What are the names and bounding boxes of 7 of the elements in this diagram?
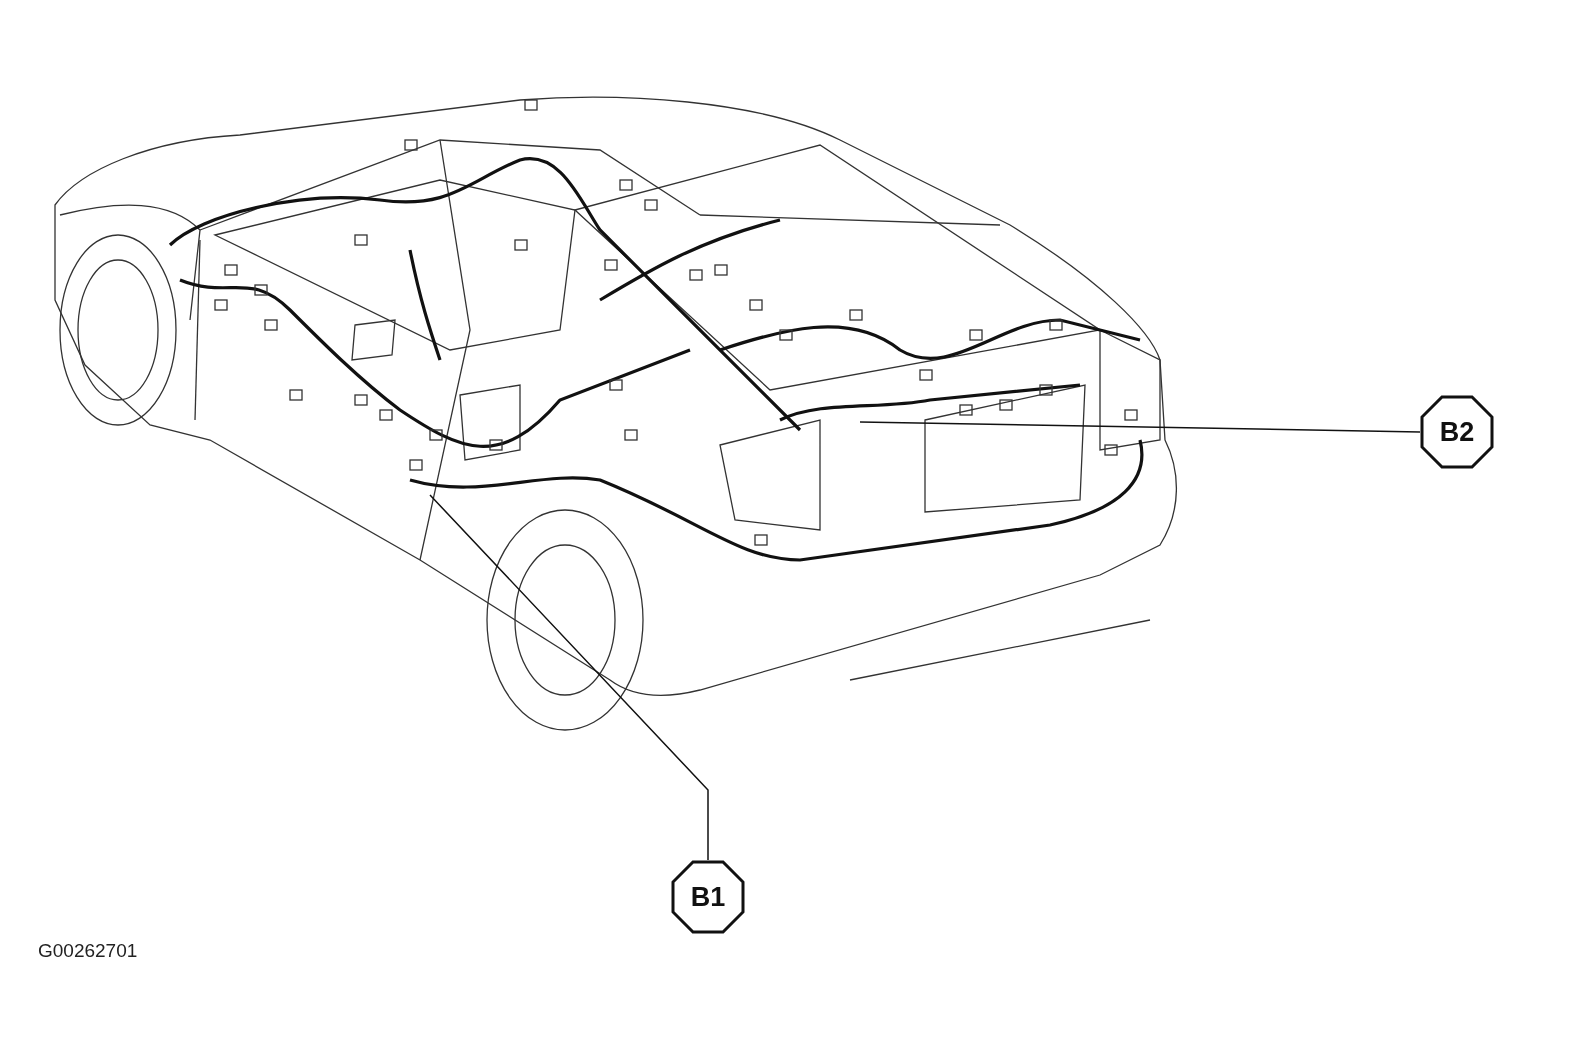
figure-code: G00262701: [38, 940, 138, 962]
callout-number: B1: [690, 881, 726, 913]
callout-octagon: [1420, 395, 1494, 469]
callout-number: B2: [1439, 416, 1475, 448]
leader-line: [429, 494, 709, 861]
leader-line: [859, 421, 1421, 433]
callout-octagon: [671, 860, 745, 934]
